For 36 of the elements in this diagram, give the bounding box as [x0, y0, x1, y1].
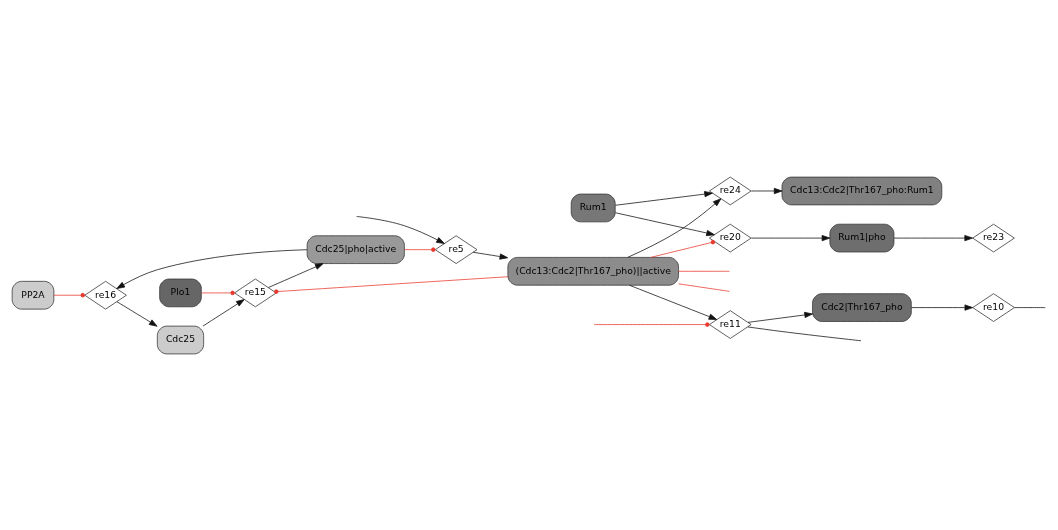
connector: [201, 290, 235, 295]
node-box: Cdc25|pho|active: [306, 234, 405, 264]
arrow: [116, 300, 158, 327]
node-diamond: re23: [972, 223, 1015, 252]
arrow: [750, 187, 783, 194]
arrow: [627, 197, 722, 258]
arrow: [116, 248, 308, 289]
node-box: Rum1|pho: [829, 223, 895, 252]
connector: [650, 239, 716, 258]
connector: [404, 246, 436, 252]
arrow: [893, 234, 973, 241]
connector: [678, 270, 730, 272]
arrow: [615, 211, 715, 236]
arrow: [202, 298, 245, 326]
node-box: PP2A: [11, 280, 55, 309]
connector: [747, 326, 862, 341]
arrow: [356, 215, 445, 244]
node-box: Cdc25: [156, 325, 205, 354]
connector: [593, 323, 706, 325]
arrow: [268, 262, 324, 288]
arrow: [747, 311, 813, 323]
arrow: [911, 304, 974, 311]
arrow: [615, 190, 713, 206]
arrow: [750, 234, 831, 241]
connector: [274, 275, 509, 294]
connector: [53, 292, 85, 297]
node-box: Cdc13:Cdc2|Thr167_pho:Rum1: [781, 176, 943, 205]
node-diamond: re10: [972, 292, 1015, 322]
arrow: [629, 284, 718, 320]
node-box: Plo1: [159, 278, 202, 307]
node-box: Rum1: [570, 193, 616, 222]
node-box: (Cdc13:Cdc2|Thr167_pho)||active: [507, 256, 679, 286]
arrow: [472, 251, 509, 260]
connector: [1014, 306, 1046, 308]
node-box: Cdc2|Thr167_pho: [812, 292, 912, 322]
connector: [678, 282, 730, 292]
